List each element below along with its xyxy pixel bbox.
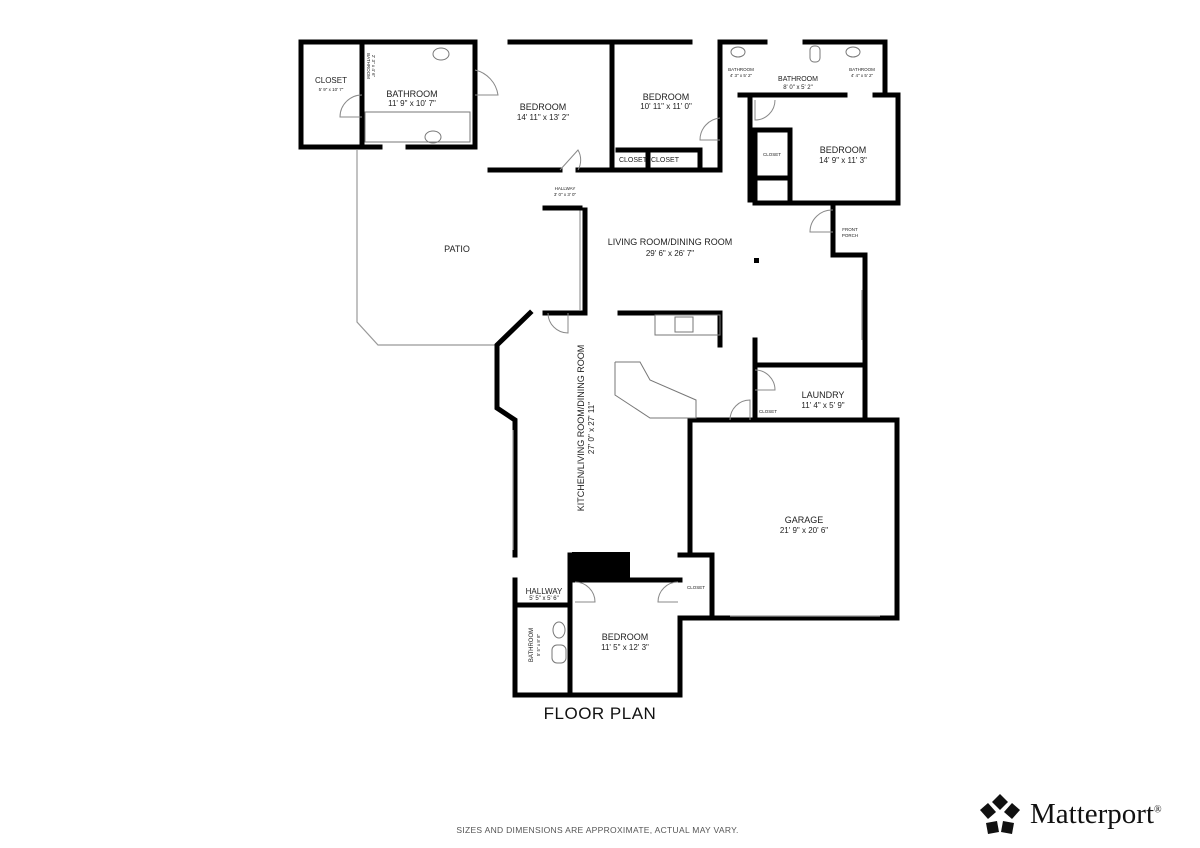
bath-tl-small-label: BATHROOM xyxy=(366,53,371,79)
room-labels: CLOSET 5' 9" x 10' 7" BATHROOM 2' 3" x 4… xyxy=(315,53,875,662)
living-label: LIVING ROOM/DINING ROOM xyxy=(608,237,733,247)
floor-plan-title: FLOOR PLAN xyxy=(543,704,657,723)
closet-tl-size: 5' 9" x 10' 7" xyxy=(319,87,344,92)
closet-garage-label: CLOSET xyxy=(687,585,705,590)
front-porch-label: FRONT xyxy=(842,227,858,232)
bedroom2-size: 10' 11" x 11' 0" xyxy=(640,102,692,111)
hallway-top-size: 3' 0" x 3' 0" xyxy=(554,192,577,197)
bath-tr2-size: 8' 0" x 5' 2" xyxy=(783,85,813,91)
registered-mark: ® xyxy=(1154,803,1162,815)
hallway-bottom-size: 5' 5" x 5' 6" xyxy=(529,596,559,602)
bath-tr2-label: BATHROOM xyxy=(778,76,818,83)
bath-tl-small-size: 2' 3" x 4' 6" xyxy=(371,55,376,78)
patio-outline xyxy=(356,150,497,346)
hallway-bottom-label: HALLWAY xyxy=(526,587,563,596)
fireplace xyxy=(572,552,630,578)
bedroom1-label: BEDROOM xyxy=(520,102,567,112)
laundry-label: LAUNDRY xyxy=(802,390,845,400)
walls xyxy=(298,39,901,698)
matterport-mark-icon xyxy=(980,794,1020,834)
bath-bottom-size: 5' 5" x 8' 8" xyxy=(536,634,541,657)
closet-b3-label: CLOSET xyxy=(763,152,781,157)
bath-tr3-label: BATHROOM xyxy=(849,67,875,72)
laundry-size: 11' 4" x 5' 9" xyxy=(801,401,844,410)
matterport-wordmark: Matterport® xyxy=(1030,798,1162,831)
kitchen-size: 27' 0" x 27' 11" xyxy=(587,402,596,454)
bedroom3-label: BEDROOM xyxy=(820,145,867,155)
doors xyxy=(339,69,880,617)
closet-tl-label: CLOSET xyxy=(315,76,347,85)
kitchen-label: KITCHEN/LIVING ROOM/DINING ROOM xyxy=(576,345,586,512)
bath-bottom-label: BATHROOM xyxy=(529,628,535,662)
bath-master-size: 11' 9" x 10' 7" xyxy=(388,99,436,108)
disclaimer: SIZES AND DIMENSIONS ARE APPROXIMATE, AC… xyxy=(456,825,739,835)
column xyxy=(754,258,759,263)
garage-label: GARAGE xyxy=(785,515,824,525)
bedroom4-size: 11' 5" x 12' 3" xyxy=(601,643,649,652)
bedroom2-label: BEDROOM xyxy=(643,92,690,102)
bath-master-label: BATHROOM xyxy=(386,89,437,99)
garage-size: 21' 9" x 20' 6" xyxy=(780,526,828,535)
bath-tr3-size: 4' 4" x 5' 2" xyxy=(851,73,874,78)
fixtures xyxy=(364,45,861,664)
bath-tr1-label: BATHROOM xyxy=(728,67,754,72)
front-porch-label-2: PORCH xyxy=(842,233,858,238)
hallway-top-label: HALLWAY xyxy=(555,186,576,191)
living-size: 29' 6" x 26' 7" xyxy=(646,249,694,258)
bedroom1-size: 14' 11" x 13' 2" xyxy=(517,113,569,122)
closet-b2b-label: CLOSET xyxy=(651,157,680,164)
matterport-logo: Matterport® xyxy=(978,792,1162,836)
closet-laundry-label: CLOSET xyxy=(759,409,777,414)
logo-text: Matterport xyxy=(1030,797,1155,830)
closet-b2a-label: CLOSET xyxy=(619,157,648,164)
bedroom4-label: BEDROOM xyxy=(602,632,649,642)
patio-label: PATIO xyxy=(444,244,470,254)
bedroom3-size: 14' 9" x 11' 3" xyxy=(819,156,867,165)
bath-tr1-size: 4' 3" x 5' 2" xyxy=(730,73,753,78)
